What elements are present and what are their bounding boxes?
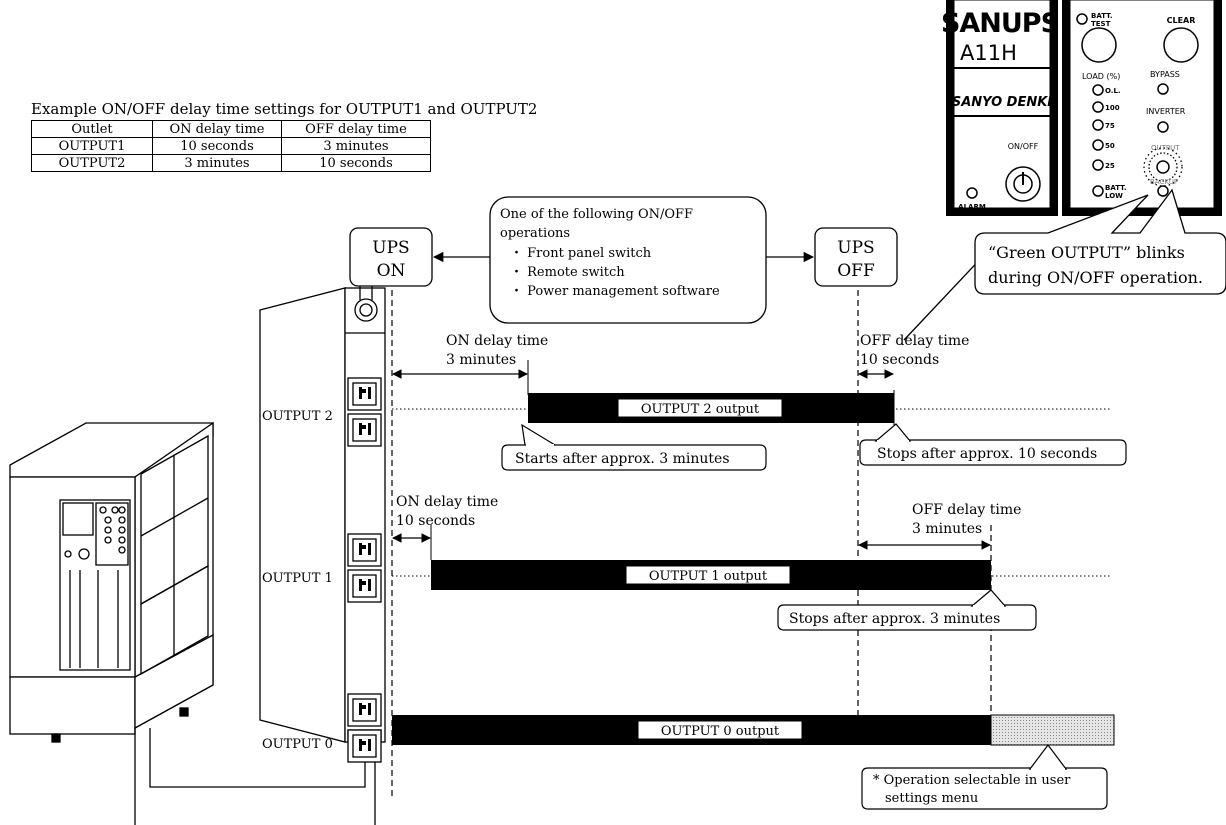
clear-button[interactable] <box>1163 27 1199 63</box>
load-level-label: O.L. <box>1105 87 1121 95</box>
operations-intro-line2: operations <box>500 226 570 241</box>
output1-off-delay-value: 3 minutes <box>912 521 982 537</box>
load-level-label: 100 <box>1105 104 1120 112</box>
table-cell: 3 minutes <box>281 137 431 155</box>
outlet-slots <box>359 739 371 751</box>
output0-bar-label: OUTPUT 0 output <box>661 724 780 739</box>
output0-selectable-segment <box>990 714 1115 746</box>
inverter-indicator <box>1157 121 1169 133</box>
outlet-inner <box>352 734 377 758</box>
output1-on-delay-value: 10 seconds <box>396 513 475 529</box>
table-row: OUTPUT2 3 minutes 10 seconds <box>31 154 431 172</box>
output-indicator-blink <box>1143 147 1183 187</box>
panel-maker: SANYO DENKI <box>952 95 1052 110</box>
ups-off-label-line2: OFF <box>837 261 875 281</box>
panel-load-label: LOAD (%) <box>1082 72 1120 81</box>
table-header-cell: ON delay time <box>152 120 282 138</box>
load-indicator <box>1092 159 1104 171</box>
panel-batt-test-label: TEST <box>1091 20 1111 28</box>
table-header-cell: OFF delay time <box>281 120 431 138</box>
table-header-row: Outlet ON delay time OFF delay time <box>31 120 431 138</box>
panel-clear-label: CLEAR <box>1167 16 1196 25</box>
output2-start-note: Starts after approx. 3 minutes <box>515 451 730 467</box>
load-level-label: 75 <box>1105 122 1115 130</box>
panel-batt-test-label: BATT. <box>1091 12 1113 20</box>
output2-bar-label: OUTPUT 2 output <box>641 402 760 417</box>
batt-test-indicator <box>1076 13 1088 25</box>
output1-bar-label-box <box>625 565 791 585</box>
operations-item: ・ Remote switch <box>510 265 625 280</box>
ups-cabinet <box>9 421 214 743</box>
operations-box <box>489 196 767 324</box>
batt-low-indicator <box>1092 185 1104 197</box>
ups-on-label-line1: UPS <box>372 238 409 258</box>
output2-on-delay-value: 3 minutes <box>446 352 516 368</box>
output2-stop-callout <box>859 439 1127 466</box>
panel-batt-low-label: LOW <box>1105 192 1123 200</box>
output2-off-delay-label: OFF delay time <box>860 333 969 349</box>
output0-note-line2: settings menu <box>885 791 978 806</box>
batt-test-button[interactable] <box>1081 27 1117 63</box>
blink-note-line2: during ON/OFF operation. <box>988 268 1203 287</box>
output-indicator <box>1156 160 1170 174</box>
panel-alarm-label: ALARM <box>958 203 986 211</box>
table-caption: Example ON/OFF delay time settings for O… <box>31 100 538 118</box>
output1-stop-callout <box>777 604 1037 631</box>
output2-off-delay-value: 10 seconds <box>860 352 939 368</box>
operations-intro-line1: One of the following ON/OFF <box>500 207 693 222</box>
panel-batt-low-label: BATT. <box>1105 184 1127 192</box>
power-cable <box>149 728 366 788</box>
load-indicator <box>1092 84 1104 96</box>
output1-bar-label: OUTPUT 1 output <box>649 569 768 584</box>
ups-off-box <box>814 227 898 287</box>
output1-on-delay-label: ON delay time <box>396 494 498 510</box>
load-level-label: 25 <box>1105 162 1115 170</box>
panel-output-label: OUTPUT <box>1151 144 1180 152</box>
panel-brand: SANUPS <box>941 8 1059 39</box>
blink-note-line1: “Green OUTPUT” blinks <box>988 243 1185 262</box>
delay-settings-table: Outlet ON delay time OFF delay time OUTP… <box>31 120 431 172</box>
output0-note-callout <box>861 767 1108 810</box>
output0-label: OUTPUT 0 <box>262 737 333 752</box>
outlet-slots <box>359 387 371 715</box>
output2-on-delay-label: ON delay time <box>446 333 548 349</box>
output2-bar-label-box <box>617 398 783 418</box>
load-level-label: 50 <box>1105 142 1115 150</box>
output2-stop-note: Stops after approx. 10 seconds <box>877 446 1097 462</box>
ups-on-box <box>349 227 433 287</box>
panel-model: A11H <box>960 41 1017 65</box>
panel-bypass-label: BYPASS <box>1150 70 1180 79</box>
ups-off-label-line1: UPS <box>837 238 874 258</box>
table-cell: 3 minutes <box>152 154 282 172</box>
load-indicator <box>1092 119 1104 131</box>
load-indicator <box>1092 139 1104 151</box>
panel-backup-label: BACKUP <box>1150 178 1178 186</box>
output0-bar-label-box <box>637 720 803 740</box>
output1-label: OUTPUT 1 <box>262 571 333 586</box>
operations-item: ・ Front panel switch <box>510 246 652 261</box>
panel-inverter-label: INVERTER <box>1146 107 1186 116</box>
alarm-indicator <box>966 187 978 199</box>
operations-item: ・ Power management software <box>510 284 720 299</box>
bypass-indicator <box>1157 83 1169 95</box>
output0-note-line1: * Operation selectable in user <box>873 773 1071 788</box>
output2-start-callout <box>501 423 767 471</box>
ups-on-label-line2: ON <box>377 261 406 281</box>
load-indicator <box>1092 101 1104 113</box>
blink-note-callout <box>974 188 1226 295</box>
output1-stop-note: Stops after approx. 3 minutes <box>789 611 1000 627</box>
table-cell: 10 seconds <box>281 154 431 172</box>
table-row: OUTPUT1 10 seconds 3 minutes <box>31 137 431 155</box>
arrow-to-panel <box>903 252 987 341</box>
output2-label: OUTPUT 2 <box>262 409 333 424</box>
output-strip <box>259 275 386 743</box>
backup-indicator <box>1157 185 1169 197</box>
panel-on-off-label: ON/OFF <box>1008 142 1039 151</box>
output1-off-delay-label: OFF delay time <box>912 502 1021 518</box>
